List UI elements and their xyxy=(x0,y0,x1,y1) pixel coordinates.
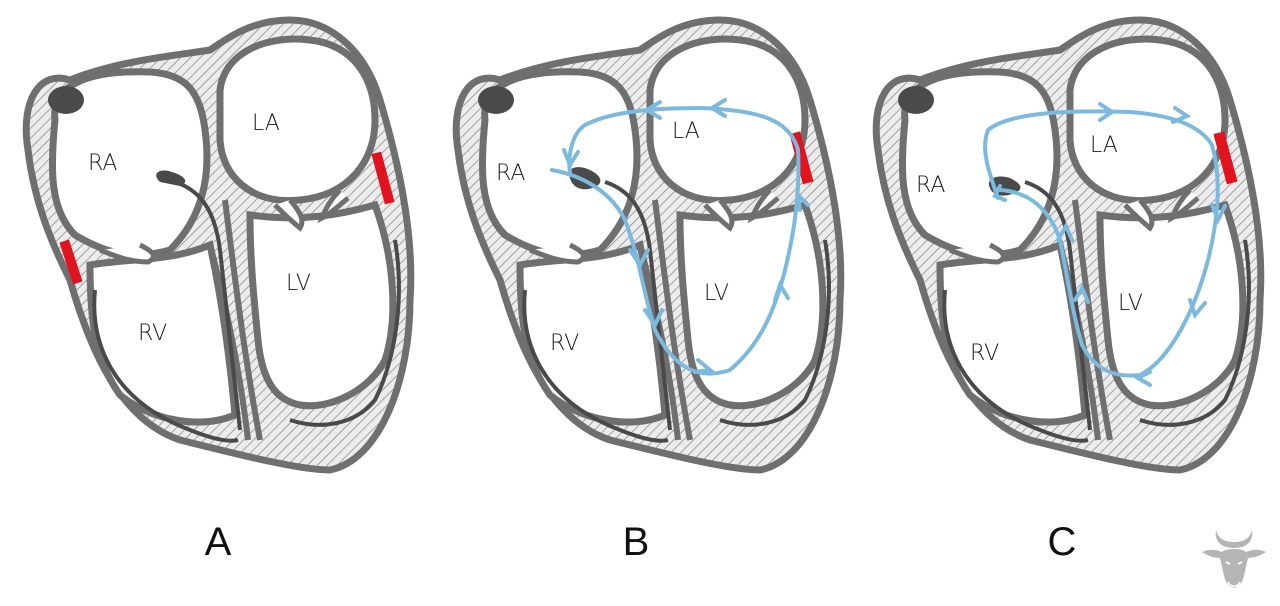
accessory-pathway-right xyxy=(59,239,83,285)
heart-diagram-c: RA LA RV LV xyxy=(850,0,1280,490)
label-lv: LV xyxy=(1118,291,1143,316)
label-lv: LV xyxy=(286,271,311,296)
label-ra: RA xyxy=(496,161,525,186)
panel-label-b: B xyxy=(622,520,650,564)
av-node-icon xyxy=(156,170,186,186)
heart-diagram-b: RA LA RV LV xyxy=(430,0,860,490)
accessory-pathway-left xyxy=(371,151,395,205)
label-la: LA xyxy=(672,119,700,144)
label-rv: RV xyxy=(970,341,999,366)
heart-panel-c: RA LA RV LV xyxy=(850,0,1280,490)
bull-head-icon xyxy=(1202,530,1266,588)
label-ra: RA xyxy=(916,173,945,198)
conduction-arrow-path xyxy=(550,98,810,376)
label-la: LA xyxy=(1090,133,1118,158)
label-rv: RV xyxy=(550,331,579,356)
conduction-arrow-path xyxy=(983,102,1227,387)
heart-panel-b: RA LA RV LV xyxy=(430,0,860,490)
accessory-pathway-left xyxy=(1213,131,1238,185)
label-ra: RA xyxy=(88,151,117,176)
panel-label-a: A xyxy=(204,520,232,564)
label-lv: LV xyxy=(704,281,729,306)
panel-label-c: C xyxy=(1047,520,1077,564)
heart-diagram-a: RA LA RV LV xyxy=(0,0,430,490)
label-rv: RV xyxy=(138,321,167,346)
label-la: LA xyxy=(252,111,280,136)
heart-panel-a: RA LA RV LV xyxy=(0,0,430,490)
